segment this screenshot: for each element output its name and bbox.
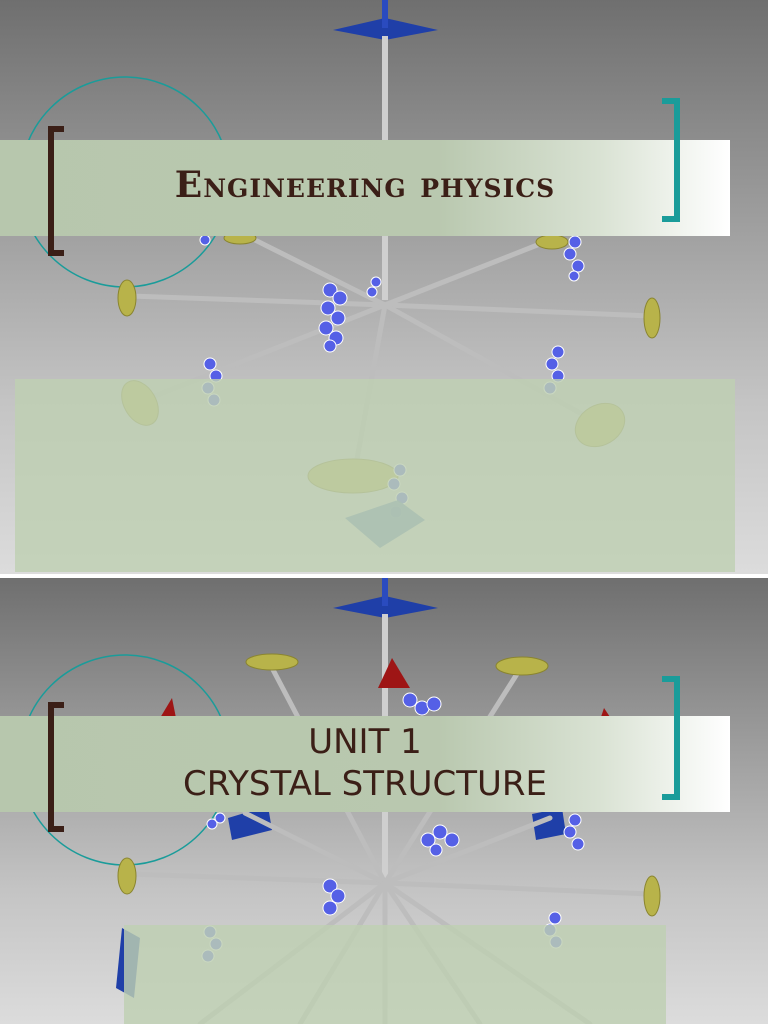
slide-1: Engineering physics <box>0 0 768 574</box>
content-placeholder-box <box>124 925 666 1024</box>
top-blue-plate <box>333 596 438 618</box>
title-band: Engineering physics <box>0 140 730 236</box>
slide-divider <box>0 574 768 578</box>
bead-spirals <box>199 234 585 519</box>
slide-title: Engineering physics <box>174 164 556 206</box>
slide-title-line-1: UNIT 1 <box>308 722 422 762</box>
top-blue-plate <box>333 18 438 40</box>
title-band: UNIT 1 CRYSTAL STRUCTURE <box>0 716 730 812</box>
left-bracket <box>48 702 64 832</box>
content-placeholder-box <box>15 379 735 572</box>
slide-title-line-2: CRYSTAL STRUCTURE <box>182 764 548 804</box>
discs <box>117 653 661 917</box>
right-bracket <box>662 676 680 800</box>
right-bracket <box>662 98 680 222</box>
slide-2: UNIT 1 CRYSTAL STRUCTURE <box>0 578 768 1024</box>
left-bracket <box>48 126 64 256</box>
